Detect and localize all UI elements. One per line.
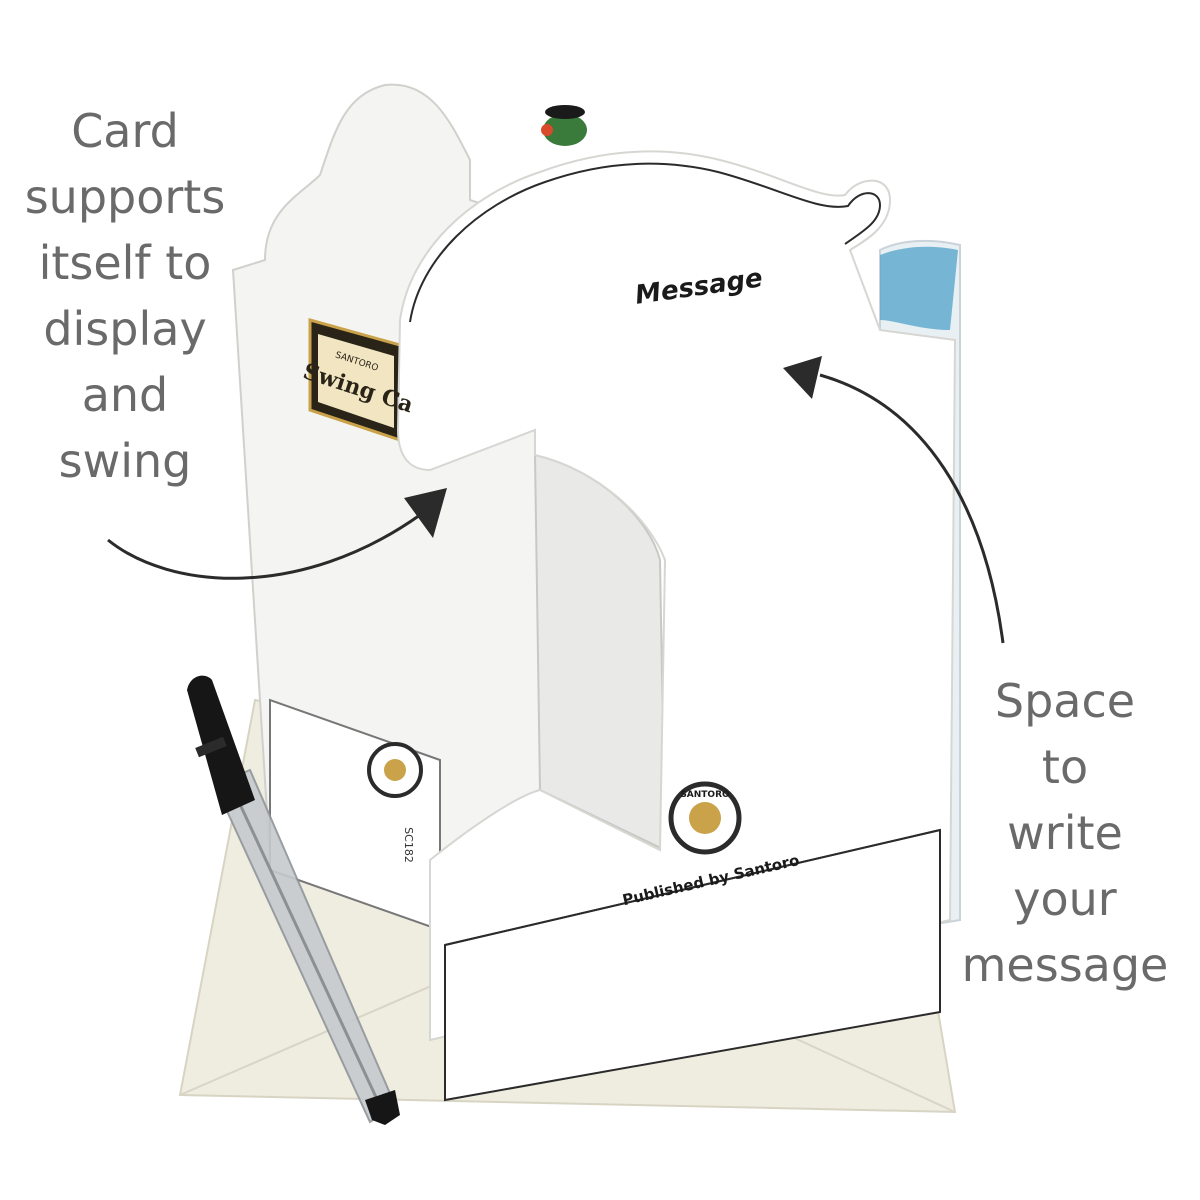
left-callout-line: swing <box>58 434 192 488</box>
right-callout: Space to write your message <box>950 668 1180 998</box>
parrot-figure <box>541 105 587 146</box>
left-callout-line: display <box>43 302 207 356</box>
santoro-badge <box>668 781 742 855</box>
right-callout-line: message <box>961 938 1169 992</box>
product-code: SC182 <box>402 827 415 863</box>
santoro-badge-back <box>367 742 423 798</box>
left-callout: Card supports itself to display and swin… <box>10 98 240 494</box>
pen <box>187 675 400 1125</box>
left-callout-line: Card <box>71 104 179 158</box>
barcode-graphic <box>280 810 350 889</box>
right-callout-line: write <box>1007 806 1123 860</box>
badge-text: SANTORO <box>680 790 730 800</box>
right-callout-line: Space <box>994 674 1136 728</box>
left-callout-line: and <box>81 368 169 422</box>
right-callout-line: your <box>1013 872 1117 926</box>
left-callout-line: supports <box>24 170 226 224</box>
left-arrow <box>107 488 447 580</box>
right-callout-line: to <box>1041 740 1089 794</box>
left-callout-line: itself to <box>38 236 212 290</box>
right-arrow <box>783 356 1005 644</box>
swing-card-label <box>308 318 402 443</box>
